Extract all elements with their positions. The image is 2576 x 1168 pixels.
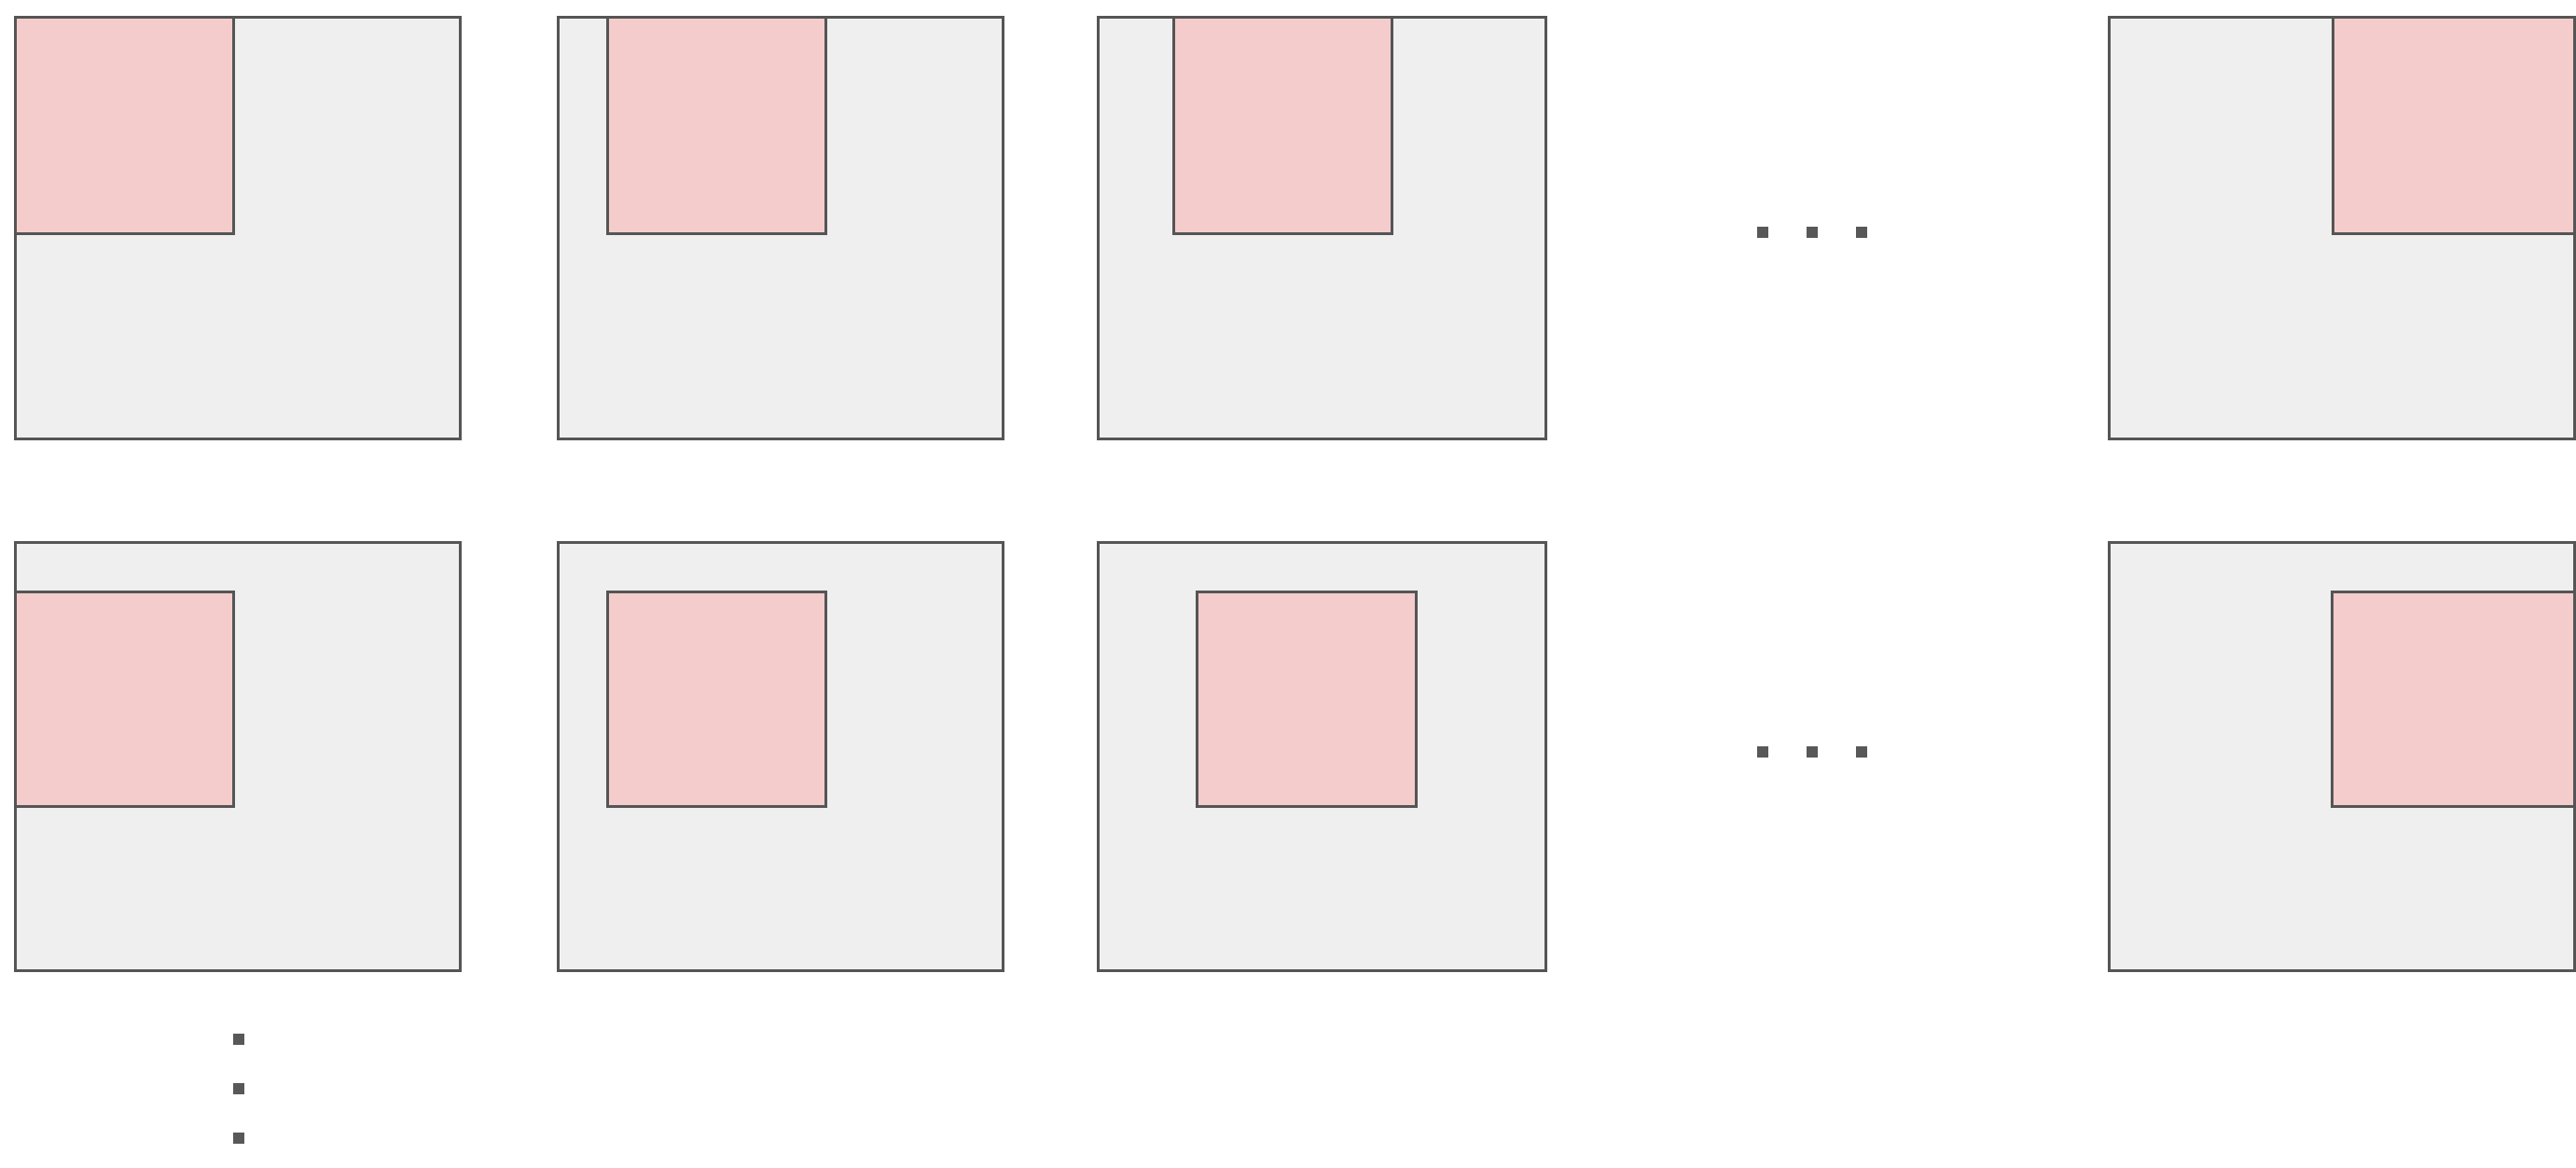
- ellipsis-dot-1-icon: [1757, 746, 1768, 758]
- ellipsis-dot-1-icon: [1757, 227, 1768, 238]
- ellipsis-dot-3-icon: [1856, 227, 1867, 238]
- panel-r2-c3-window: [1196, 591, 1418, 808]
- ellipsis-dot-3-icon: [1856, 746, 1867, 758]
- panel-r1-c1-window: [14, 16, 235, 235]
- panel-r1-cN-window: [2332, 16, 2576, 235]
- ellipsis-dot-2-icon: [1807, 227, 1818, 238]
- panel-r1-c3-window: [1172, 16, 1393, 235]
- panel-r2-c2-window: [606, 591, 827, 808]
- ellipsis-dot-3-icon: [233, 1133, 244, 1144]
- ellipsis-dot-2-icon: [233, 1083, 244, 1094]
- ellipsis-dot-1-icon: [233, 1034, 244, 1045]
- panel-r2-c1-window: [14, 591, 235, 808]
- ellipsis-dot-2-icon: [1807, 746, 1818, 758]
- panel-r1-c2-window: [606, 16, 827, 235]
- panel-r2-cN-window: [2331, 591, 2576, 808]
